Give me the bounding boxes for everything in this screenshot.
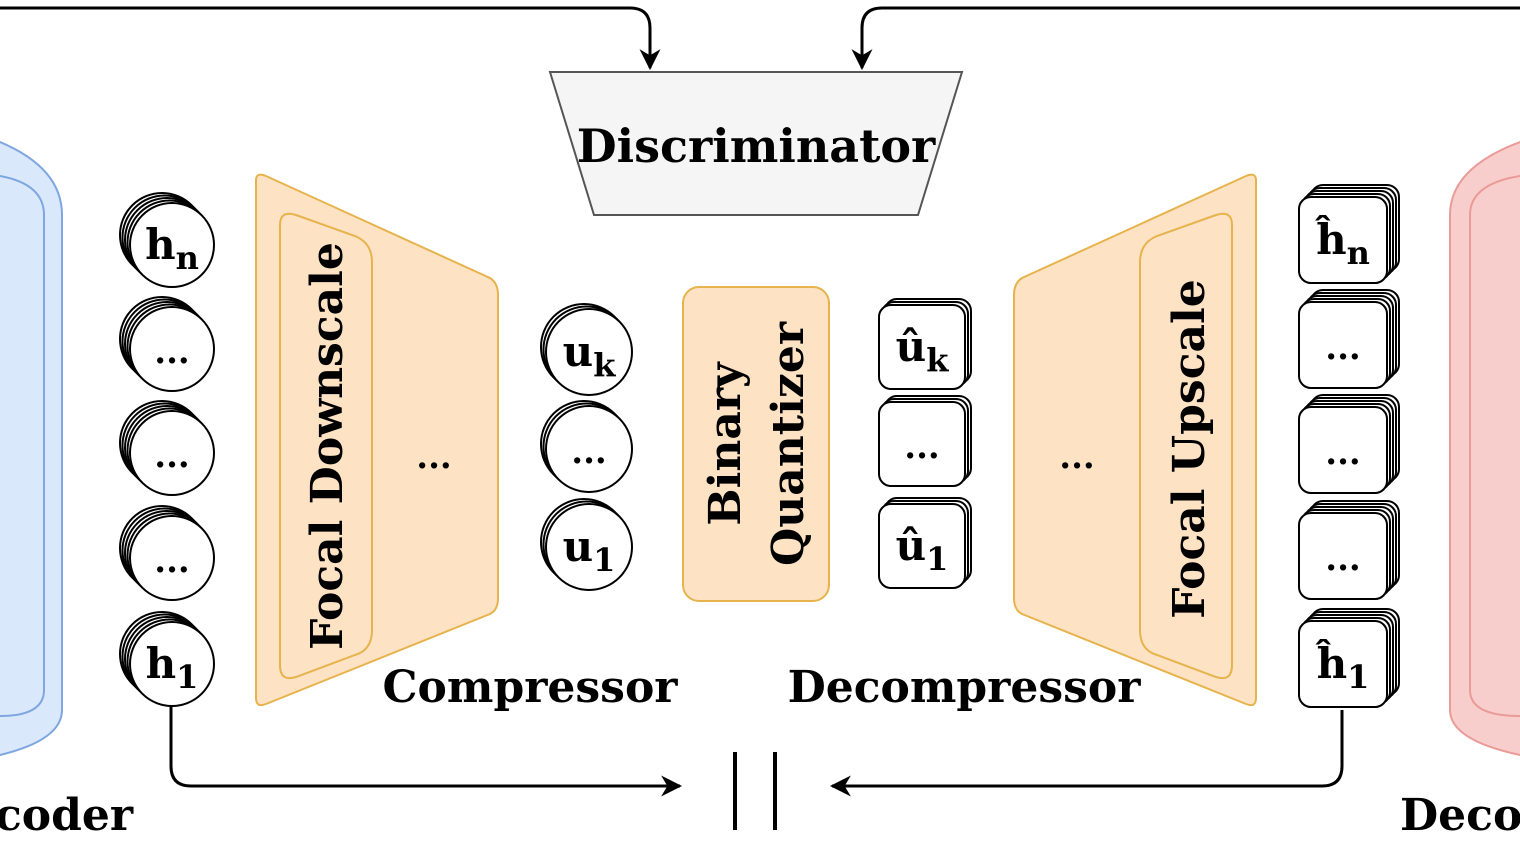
decoder-to-discriminator-arrow bbox=[851, 6, 1520, 71]
decompressed-state-square bbox=[878, 304, 966, 390]
downscale-ellipsis: ... bbox=[416, 437, 452, 477]
compressed-state-label-subscript: k bbox=[593, 346, 616, 384]
reconstructed-state-node: ... bbox=[1298, 500, 1400, 600]
reconstructed-state-label-base: ĥ bbox=[1315, 638, 1348, 688]
hidden-state-label-base: h bbox=[145, 220, 176, 269]
focal-downscale-block bbox=[255, 173, 499, 707]
encoder-label: coder bbox=[0, 790, 134, 841]
discriminator-block bbox=[548, 71, 964, 216]
reconstructed-state-label-base: ĥ bbox=[1314, 214, 1347, 264]
compressed-state-label-subscript: 1 bbox=[593, 541, 615, 579]
compressed-state-node: ... bbox=[540, 400, 633, 493]
hidden-state-label: hn bbox=[145, 220, 199, 277]
hidden-state-node: hn bbox=[119, 192, 215, 288]
decompressed-state-label: ûk bbox=[896, 322, 950, 379]
hidden-state-label: ... bbox=[154, 332, 190, 372]
hidden-state-node: ... bbox=[119, 296, 215, 392]
focal-downscale-label: Focal Downscale bbox=[302, 242, 353, 650]
hidden-state-label-subscript: n bbox=[176, 239, 199, 277]
hidden-state-label: h1 bbox=[146, 639, 199, 696]
reconstructed-state-label: ... bbox=[1325, 433, 1361, 473]
decompressed-state-label-subscript: k bbox=[926, 341, 949, 379]
h1-to-concat-arrow bbox=[169, 706, 683, 797]
encoder-to-discriminator-arrow bbox=[0, 6, 661, 71]
decompressed-state-square bbox=[878, 503, 966, 589]
hidden-state-node: ... bbox=[119, 505, 215, 601]
compressed-state-label: u1 bbox=[563, 522, 616, 579]
hidden-state-label: ... bbox=[154, 541, 190, 581]
decompressed-state-node: û1 bbox=[878, 497, 972, 589]
compressed-state-stacks: uk...u1 bbox=[540, 303, 633, 591]
compressed-state-label-base: u bbox=[563, 522, 594, 571]
hidden-state-circle bbox=[129, 515, 215, 601]
hidden-state-label-base: h bbox=[146, 639, 177, 688]
decompressed-state-node: ... bbox=[878, 395, 972, 487]
reconstructed-state-node: ĥn bbox=[1298, 184, 1400, 284]
hidden-state-circle bbox=[129, 202, 215, 288]
binary-quantizer-block bbox=[682, 286, 830, 602]
hidden-state-node: ... bbox=[119, 400, 215, 496]
hidden-state-stacks: hn.........h1 bbox=[119, 192, 215, 707]
hidden-state-label-base: ... bbox=[154, 332, 190, 372]
decoder-label: Decod bbox=[1400, 790, 1520, 841]
reconstructed-state-stacks: ĥn.........ĥ1 bbox=[1298, 184, 1400, 708]
reconstructed-state-label: ... bbox=[1325, 539, 1361, 579]
discriminator-label: Discriminator bbox=[577, 119, 936, 173]
decompressed-state-square bbox=[878, 401, 966, 487]
reconstructed-state-label-base: ... bbox=[1325, 433, 1361, 473]
reconstructed-state-square bbox=[1298, 301, 1388, 389]
hidden-state-circle bbox=[129, 410, 215, 496]
decompressed-state-label: ... bbox=[904, 427, 940, 467]
compressed-state-label: ... bbox=[571, 432, 607, 472]
hidden-state-circle bbox=[129, 306, 215, 392]
hidden-state-circle bbox=[129, 621, 215, 707]
compressed-state-circle bbox=[545, 503, 633, 591]
reconstructed-state-label-base: ... bbox=[1325, 539, 1361, 579]
reconstructed-state-label: ... bbox=[1325, 328, 1361, 368]
reconstructed-state-node: ĥ1 bbox=[1298, 608, 1400, 708]
decompressed-state-label: û1 bbox=[896, 521, 949, 578]
focal-upscale-block bbox=[1013, 173, 1257, 707]
reconstructed-state-label: ĥ1 bbox=[1315, 638, 1370, 696]
reconstructed-state-square bbox=[1298, 406, 1388, 494]
reconstructed-state-label: ĥn bbox=[1314, 214, 1370, 272]
reconstructed-state-square bbox=[1298, 620, 1388, 708]
upscale-ellipsis: ... bbox=[1059, 437, 1095, 477]
hidden-state-label-subscript: 1 bbox=[176, 658, 198, 696]
decompressed-state-stacks: ûk...û1 bbox=[878, 298, 972, 589]
decompressor-label: Decompressor bbox=[788, 662, 1142, 713]
decompressed-state-label-base: û bbox=[896, 521, 927, 570]
reconstructed-state-label-subscript: n bbox=[1347, 234, 1370, 272]
reconstructed-state-label-subscript: 1 bbox=[1347, 658, 1369, 696]
hidden-state-label-base: ... bbox=[154, 541, 190, 581]
decompressed-state-label-subscript: 1 bbox=[926, 540, 948, 578]
decompressed-state-label-base: û bbox=[896, 322, 927, 371]
compressed-state-circle bbox=[545, 308, 633, 396]
compressed-state-label-base: u bbox=[563, 327, 594, 376]
decompressed-state-label-base: ... bbox=[904, 427, 940, 467]
reconstructed-state-square bbox=[1298, 196, 1388, 284]
compressed-state-node: uk bbox=[540, 303, 633, 396]
reconstructed-state-node: ... bbox=[1298, 289, 1400, 389]
compressed-state-label: uk bbox=[563, 327, 617, 384]
compressed-state-node: u1 bbox=[540, 498, 633, 591]
encoder-block bbox=[0, 140, 63, 757]
compressed-state-circle bbox=[545, 405, 633, 493]
binary-quantizer-label-line1: Binary bbox=[700, 361, 751, 526]
compressor-label: Compressor bbox=[383, 662, 679, 713]
hidden-state-label: ... bbox=[154, 436, 190, 476]
decompressed-state-node: ûk bbox=[878, 298, 972, 390]
decoder-block bbox=[1449, 140, 1520, 757]
focal-upscale-label: Focal Upscale bbox=[1164, 279, 1215, 618]
reconstructed-state-node: ... bbox=[1298, 394, 1400, 494]
binary-quantizer-label-line2: Quantizer bbox=[763, 321, 814, 566]
hidden-state-label-base: ... bbox=[154, 436, 190, 476]
hidden-state-node: h1 bbox=[119, 611, 215, 707]
reconstructed-state-square bbox=[1298, 512, 1388, 600]
compressed-state-label-base: ... bbox=[571, 432, 607, 472]
reconstructed-state-label-base: ... bbox=[1325, 328, 1361, 368]
h1-hat-to-concat-arrow bbox=[829, 710, 1344, 797]
